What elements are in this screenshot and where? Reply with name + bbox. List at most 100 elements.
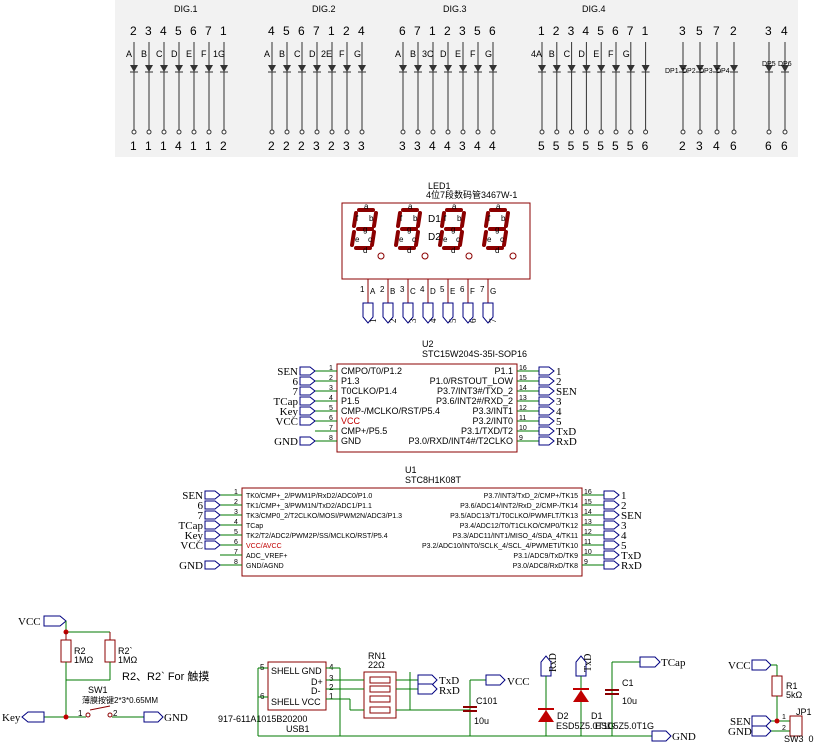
dp-col2-bottom-pin: 3 (696, 139, 703, 153)
net-port (538, 426, 555, 436)
dp-label: DP2 (682, 68, 696, 75)
dig2-col3-bottom-pin: 2 (298, 139, 305, 153)
tcap-port (639, 656, 661, 668)
dp-col1-top-pin: 3 (679, 24, 686, 38)
usb-ref: USB1 (286, 724, 310, 734)
led-net-label: 2 (388, 319, 398, 324)
esd-txd-port (575, 655, 587, 677)
pin-label: P3.3/INT1 (472, 406, 513, 416)
pin-label: CMP-/MCLKO/RST/P5.4 (341, 406, 440, 416)
dp56-col2-top-pin: 4 (781, 24, 788, 38)
pin-number: 10 (519, 425, 527, 432)
dig2-col7-bottom-pin: 3 (358, 139, 365, 153)
led-seg-label: e (399, 235, 404, 244)
dig2-col6-seg-label: F (339, 49, 345, 59)
r2b-resistor (104, 639, 116, 663)
dig1-col3-top-pin: 4 (160, 24, 167, 38)
dig4-col6-pin-dot (613, 129, 619, 135)
dig1-col4-seg-label: D (171, 49, 178, 59)
net-label: TCap (179, 520, 204, 532)
dig2-col2-seg-label: B (279, 49, 285, 59)
sense-gnd-port (751, 725, 772, 737)
pin-number: 7 (234, 549, 238, 556)
r1-ref: R1 (786, 681, 798, 691)
dig2-col6-bottom-pin: 3 (343, 139, 350, 153)
dig4-col3-bottom-pin: 5 (568, 139, 575, 153)
pin-label: P3.7/INT3/TxD_2/CMP+/TK15 (484, 493, 578, 500)
led-pin-label: D (430, 287, 436, 296)
dig4-col4-top-pin: 4 (582, 24, 589, 38)
net-label: VCC (275, 416, 298, 428)
usb-shell-gnd: SHELL GND (271, 666, 322, 676)
r1-value: 5kΩ (786, 690, 803, 700)
c101-ref: C101 (476, 696, 498, 706)
dig1-col3-bottom-pin: 1 (160, 139, 167, 153)
led-seg-label: f (444, 214, 447, 223)
dig4-col4-pin-dot (583, 129, 589, 135)
dig1-col1-top-pin: 2 (130, 24, 137, 38)
r2-resistor (60, 639, 72, 663)
pin-number: 11 (584, 539, 591, 546)
dig4-col3-top-pin: 3 (568, 24, 575, 38)
usb-part: 917-611A1015B20200 (218, 714, 307, 724)
led-seg-label: g (495, 225, 499, 234)
dig4-col2-pin-dot (554, 129, 560, 135)
dig2-col4-bottom-pin: 3 (313, 139, 320, 153)
led-pin-num: 7 (480, 285, 485, 294)
dig1-col3-seg-label: C (156, 49, 163, 59)
sw1-contact (107, 712, 113, 718)
led-seg-label: a (408, 202, 413, 211)
touch-vcc-label: VCC (18, 616, 41, 628)
led-segment (460, 211, 466, 228)
net-port (603, 530, 620, 540)
jp1-pin2: 2 (782, 725, 786, 732)
led-seg-label: c (456, 235, 460, 244)
dp-col4-diode-icon (730, 65, 738, 72)
dp-col4-pin-dot (731, 129, 737, 135)
led-dp (465, 252, 473, 260)
dig2-col5-seg-label: 2E (321, 49, 332, 59)
dig3-col2-bottom-pin: 3 (414, 139, 421, 153)
dig4-col4-diode-icon (582, 65, 591, 72)
net-port (299, 416, 316, 426)
sw1-pin2: 2 (113, 709, 118, 718)
led-dp (509, 252, 517, 260)
led-pin-label: C (410, 287, 416, 296)
dp-col3-bottom-pin: 4 (713, 139, 720, 153)
dig3-col4-bottom-pin: 4 (444, 139, 451, 153)
sense-sen: SEN (730, 716, 751, 728)
led-pin-label: G (490, 287, 496, 296)
pin-number: 3 (234, 509, 238, 516)
net-port (204, 540, 221, 550)
net-port (538, 386, 555, 396)
usb-connector (267, 661, 327, 711)
dp56-label: DP5 (762, 61, 776, 68)
dig1-col3-diode-icon (160, 65, 168, 72)
led-net-port (482, 302, 494, 324)
dig2-col7-diode-icon (358, 65, 366, 72)
dig2-col4-seg-label: D (309, 49, 316, 59)
pin-number: 14 (519, 385, 527, 392)
led-pin-label: E (450, 287, 455, 296)
touch-vcc-port (43, 615, 67, 627)
led-seg-label: g (363, 225, 367, 234)
pin-number: 9 (519, 435, 523, 442)
led-segment (438, 230, 444, 247)
dig1-col6-diode-icon (205, 65, 213, 72)
jp1-ref: JP1 (796, 707, 812, 717)
usb-vcc: VCC (507, 676, 530, 688)
led-net-port (462, 302, 474, 324)
gnd-port (143, 711, 164, 723)
dig4-col3-pin-dot (569, 129, 575, 135)
esd-txd: TxD (583, 654, 594, 672)
net-label: TxD (556, 426, 576, 438)
dig1-col1-diode-icon (130, 65, 138, 72)
junction-dot (774, 718, 780, 724)
net-port (538, 396, 555, 406)
dp-col2-diode-icon (696, 65, 704, 72)
net-label: 2 (621, 500, 627, 512)
dig4-col8-pin-dot (643, 129, 649, 135)
led-seg-label: a (452, 202, 457, 211)
dig2-col6-top-pin: 2 (343, 24, 350, 38)
dig3-col3-seg-label: 3C (422, 49, 434, 59)
